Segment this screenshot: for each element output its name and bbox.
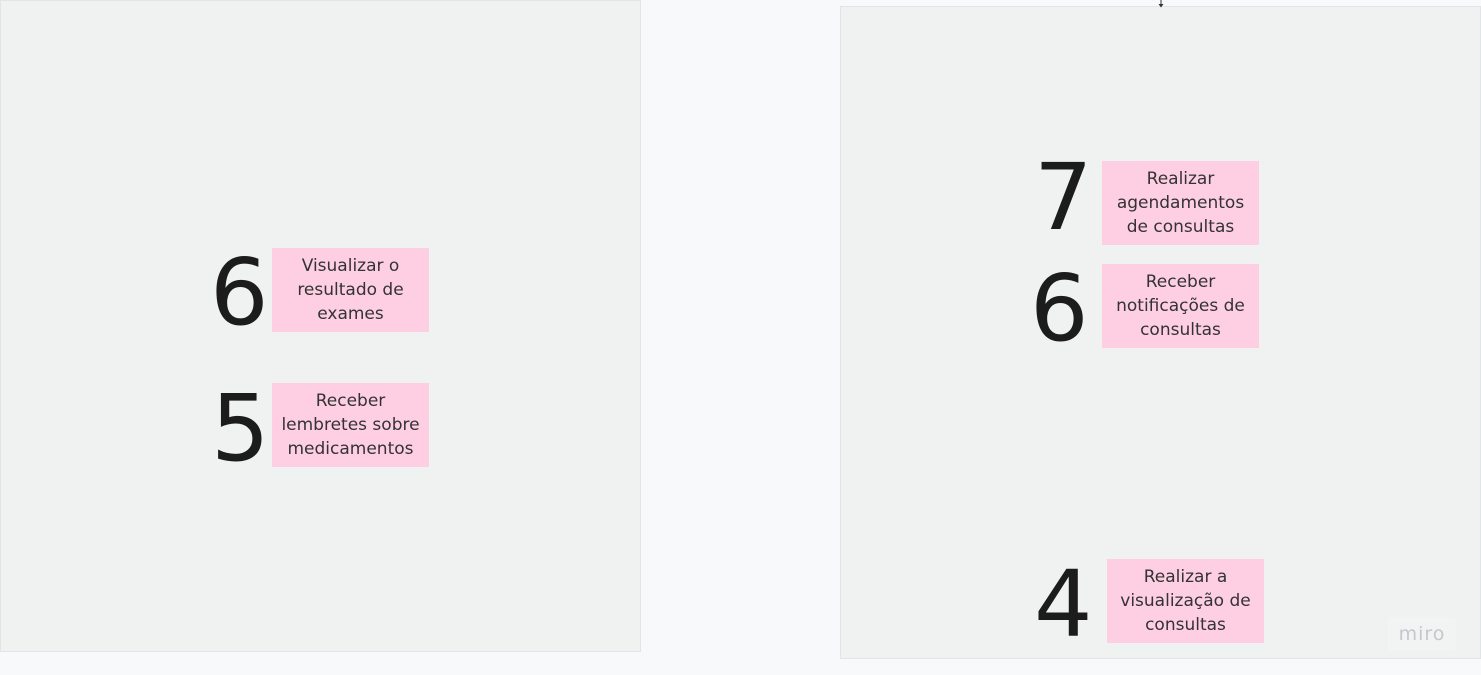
priority-number: 5: [211, 375, 270, 482]
sticky-note-text: Receber lembretes sobre medicamentos: [281, 391, 420, 459]
sticky-note-text: Visualizar o resultado de exames: [297, 256, 404, 324]
priority-number: 6: [1030, 255, 1089, 362]
miro-logo-icon: miro: [1388, 617, 1456, 651]
priority-number: 6: [210, 239, 269, 346]
priority-number: 4: [1034, 551, 1093, 658]
sticky-note[interactable]: Realizar a visualização de consultas: [1107, 559, 1264, 643]
sticky-note[interactable]: Receber lembretes sobre medicamentos: [272, 383, 429, 467]
sticky-note[interactable]: Receber notificações de consultas: [1102, 264, 1259, 348]
priority-number: 7: [1034, 144, 1093, 251]
sticky-note[interactable]: Visualizar o resultado de exames: [272, 248, 429, 332]
sticky-note-text: Receber notificações de consultas: [1116, 272, 1245, 340]
connector-arrow-icon[interactable]: [1157, 0, 1165, 8]
sticky-note[interactable]: Realizar agendamentos de consultas: [1102, 161, 1259, 245]
sticky-note-text: Realizar a visualização de consultas: [1120, 567, 1251, 635]
sticky-note-text: Realizar agendamentos de consultas: [1116, 169, 1245, 237]
watermark-text: miro: [1398, 623, 1446, 645]
